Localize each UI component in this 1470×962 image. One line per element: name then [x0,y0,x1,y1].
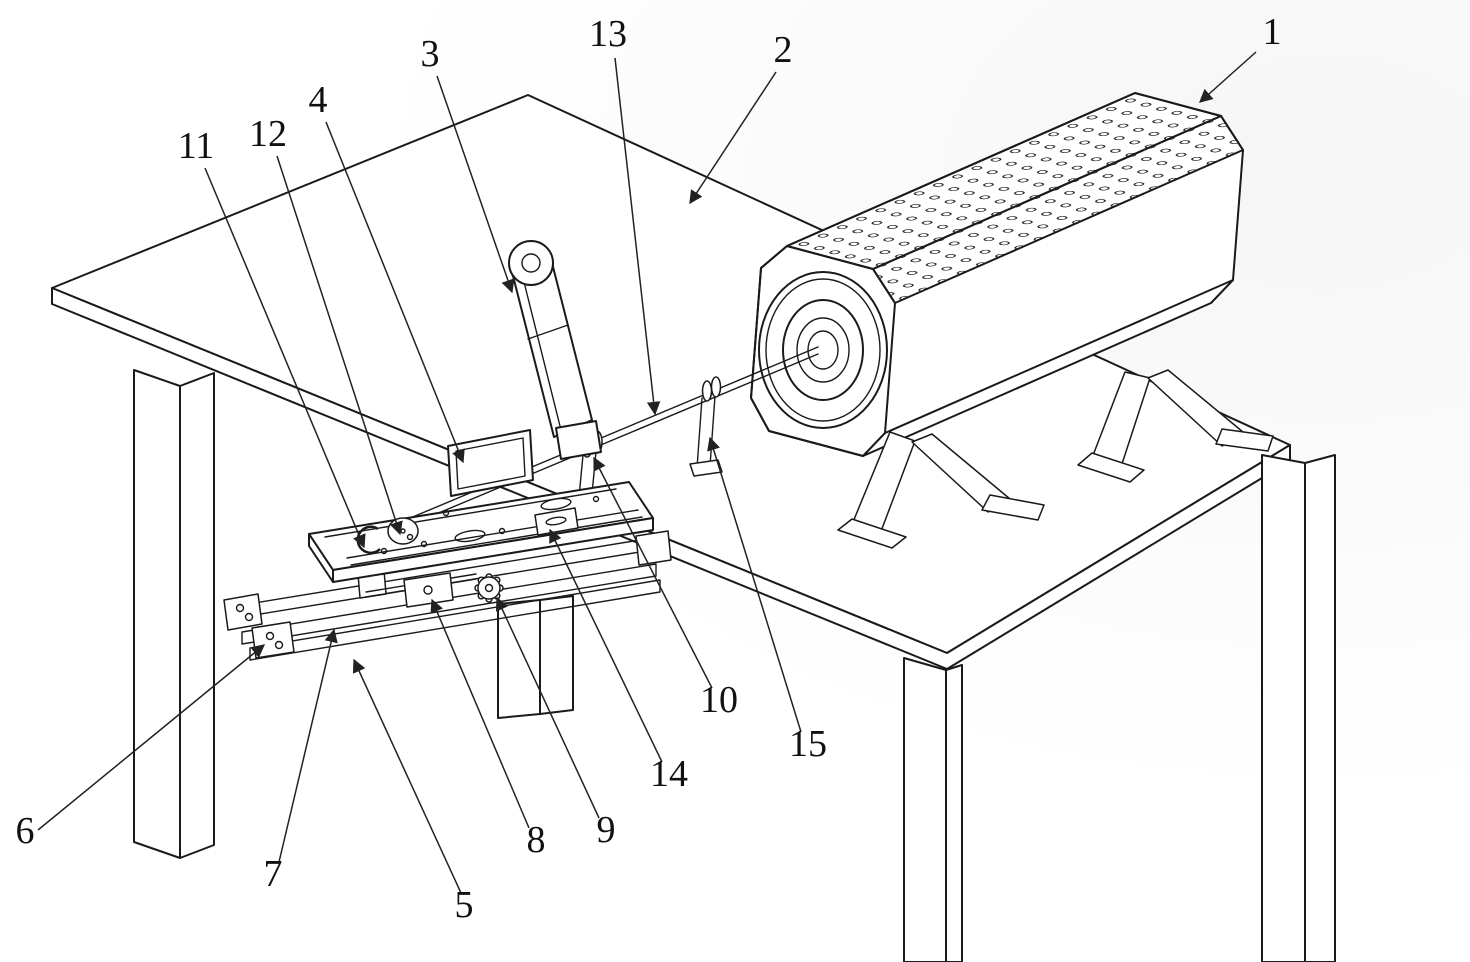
callout-leader-9 [495,596,600,819]
table-leg-left [133,369,215,859]
callout-number-5: 5 [455,884,474,926]
callout-leader-7 [278,628,338,863]
callout-number-8: 8 [527,819,546,861]
callout-number-14: 14 [650,753,688,795]
table-leg-right [1261,454,1336,962]
callout-leader-4 [325,121,465,464]
callout-number-6: 6 [16,810,35,852]
callout-number-7: 7 [264,853,283,895]
hold-down-bracket [534,507,579,536]
callout-number-9: 9 [597,809,616,851]
support-column [497,595,574,719]
callout-leader-6 [37,644,266,831]
callout-number-2: 2 [774,29,793,71]
shaft-top-line [395,346,819,525]
housing-bottom-edge [884,279,1234,434]
callout-number-10: 10 [700,679,738,721]
callout-leader-15 [707,436,802,733]
callout-number-12: 12 [249,113,287,155]
callout-leader-11 [204,167,366,549]
dial-disc [387,517,419,545]
adjust-knob [474,573,504,603]
callout-leader-1 [1198,51,1257,103]
table-leg-front [903,657,963,962]
callout-number-15: 15 [789,723,827,765]
arm-joint [508,240,554,286]
callout-leader-5 [352,658,462,894]
laser-front-face [750,245,896,457]
callout-number-3: 3 [421,33,440,75]
arm-clevis [555,420,602,460]
laser-device [750,92,1274,549]
callout-leader-8 [430,598,530,829]
slide-carriage [403,572,454,608]
callout-number-13: 13 [589,13,627,55]
callout-leader-10 [593,456,713,689]
callout-leader-3 [436,75,515,294]
articulated-arm [508,240,602,460]
laser-stand-rear [1077,369,1274,483]
aperture-rings [758,271,888,429]
shaft-bottom-line [397,353,819,531]
work-table [51,94,1336,962]
callout-leader-13 [614,57,661,416]
mounting-plate [308,481,654,583]
vertical-bracket [447,429,534,497]
callout-number-4: 4 [309,79,328,121]
callout-leader-2 [689,71,777,205]
callout-leader-14 [549,528,663,763]
callout-number-11: 11 [178,125,215,167]
callout-leader-12 [276,155,403,536]
shaft-collar-rear [689,376,723,477]
callout-number-1: 1 [1263,11,1282,53]
laser-stand-front [837,431,1045,549]
rail-end-block-right [635,530,672,566]
